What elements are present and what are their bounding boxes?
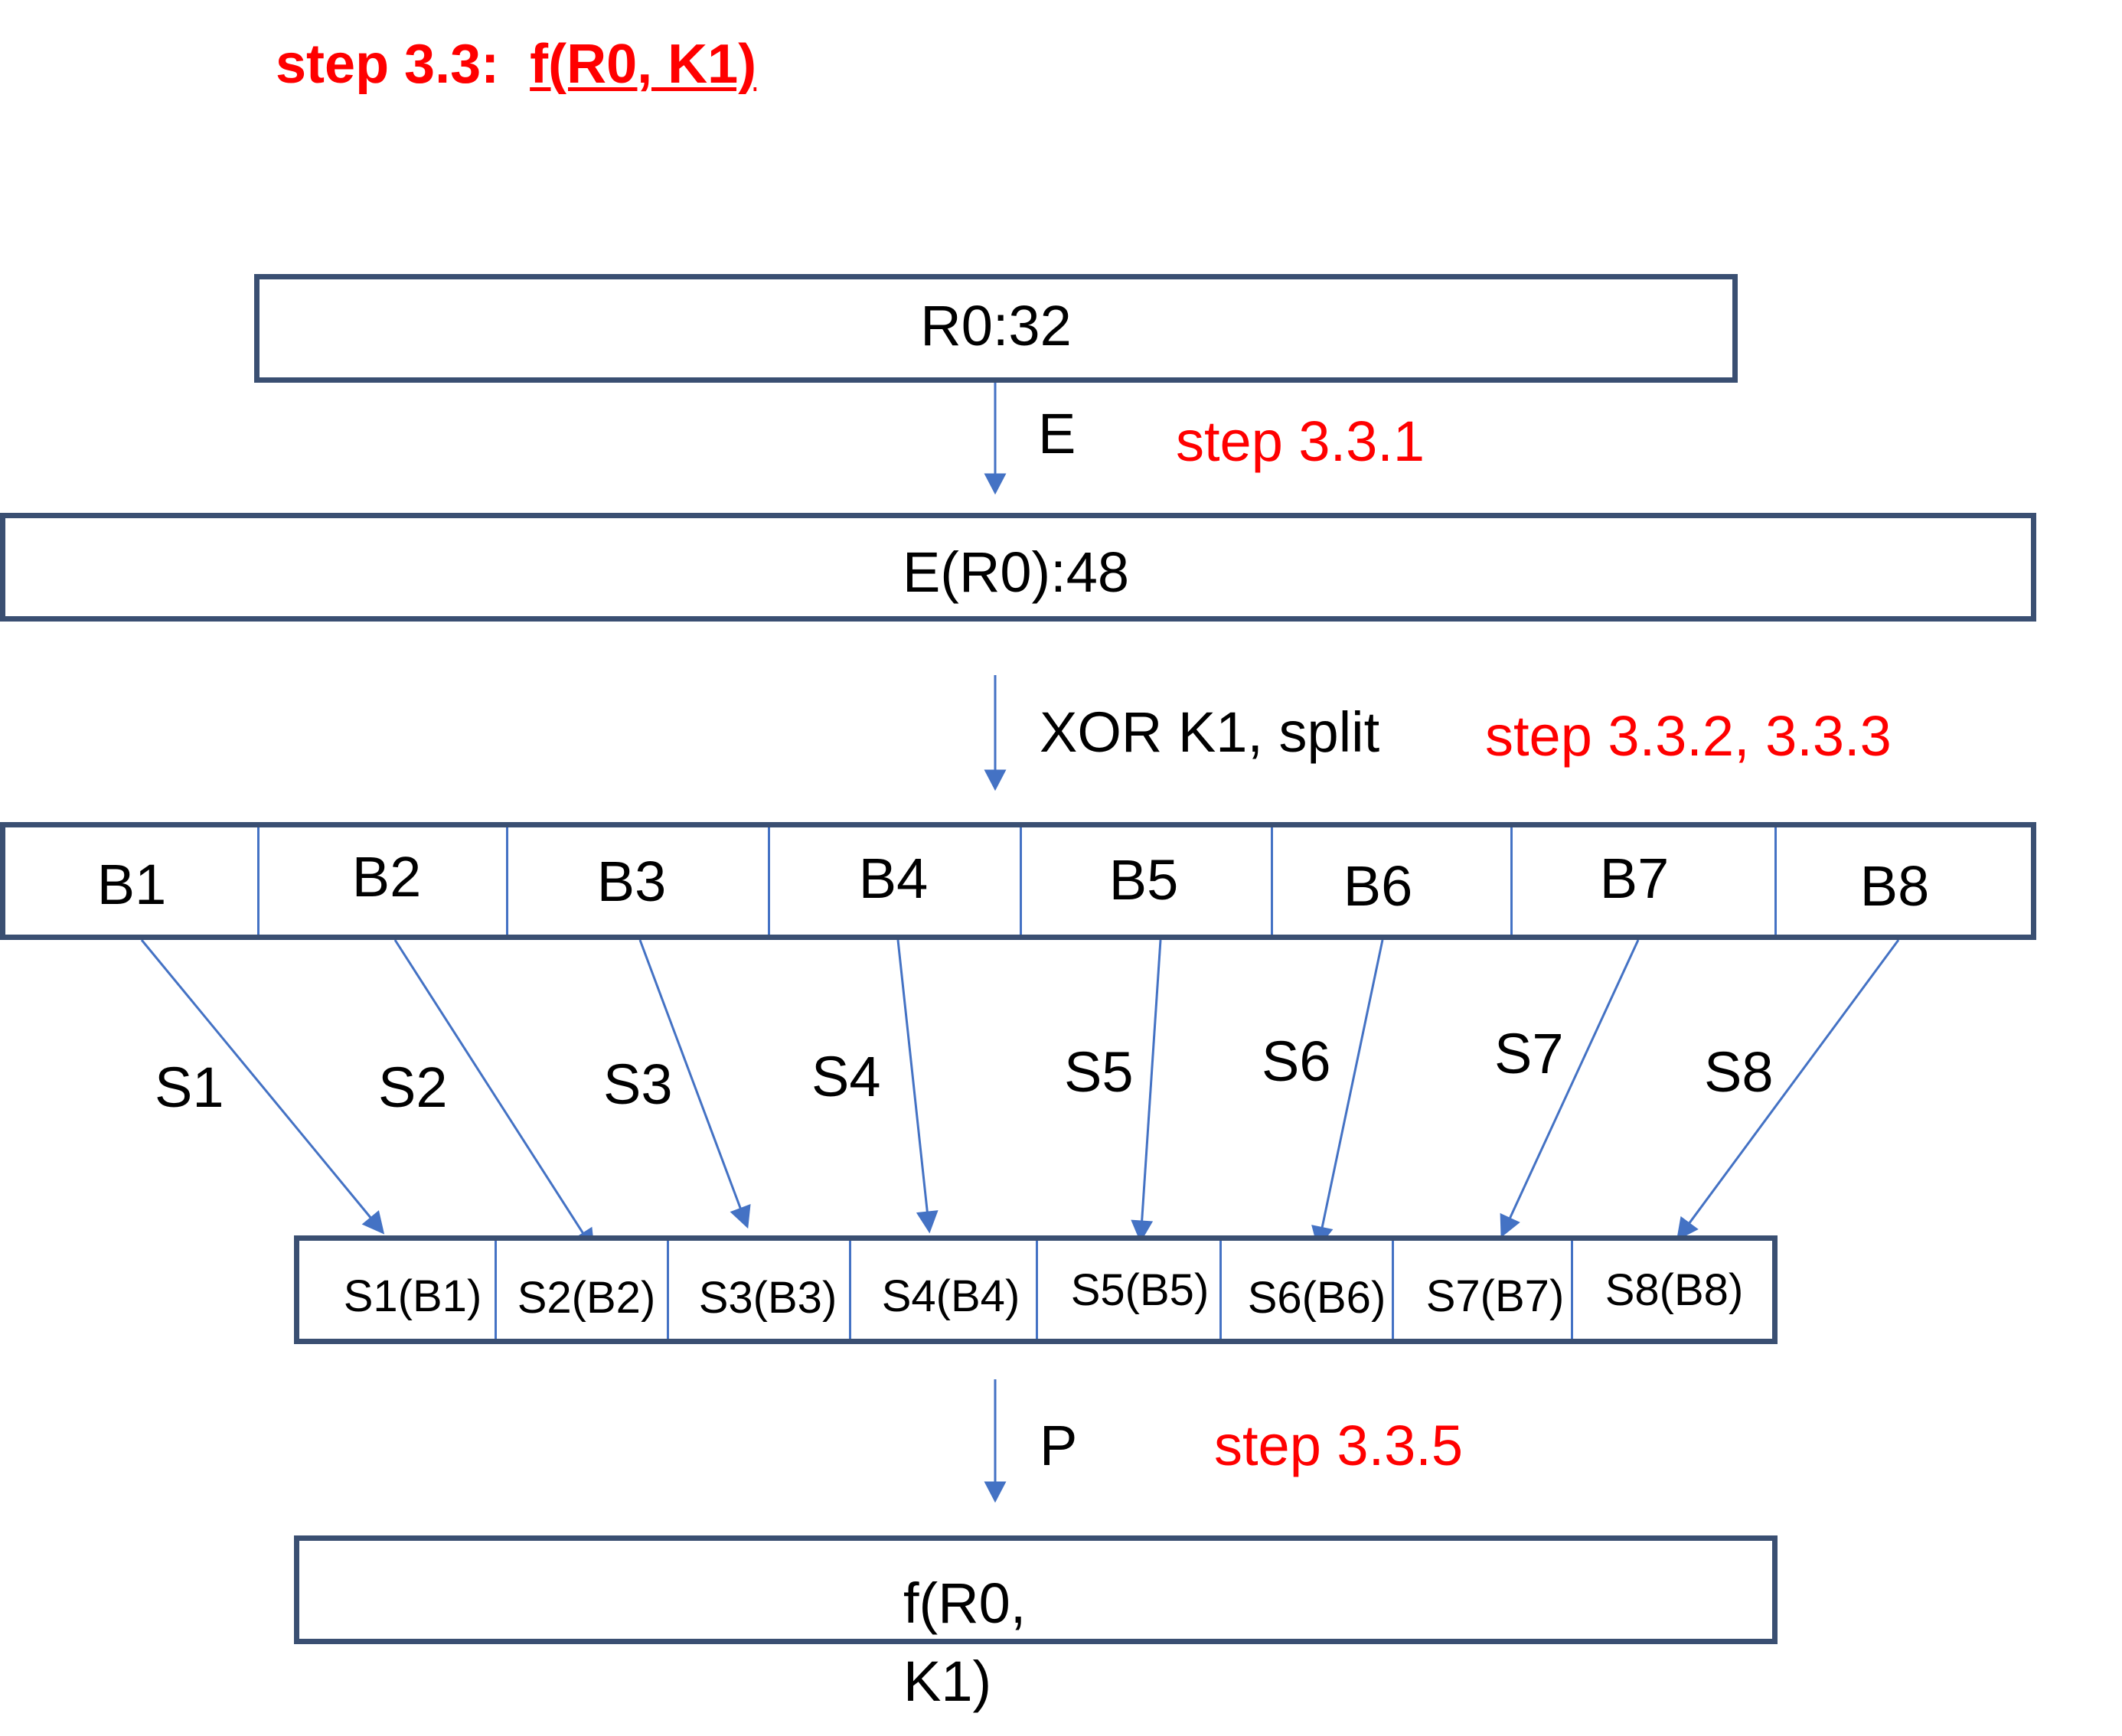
s-output-label: S6(B6) — [1247, 1273, 1386, 1323]
s-output-label: S8(B8) — [1605, 1265, 1744, 1315]
s-box-arrow-head — [1500, 1212, 1520, 1238]
b-separator — [506, 827, 508, 935]
b-block-label: B8 — [1859, 854, 1930, 918]
b-block-label: B7 — [1599, 847, 1670, 910]
s-separator — [1036, 1241, 1038, 1339]
b-block-label: B6 — [1343, 854, 1413, 918]
r0-label: R0:32 — [920, 294, 1072, 357]
s-box-label: S3 — [603, 1052, 673, 1116]
title-step: step 3.3: — [276, 34, 500, 95]
arrow-e-head — [984, 473, 1007, 495]
s-box-arrow — [1508, 939, 1640, 1219]
s-separator — [1392, 1241, 1394, 1339]
result-line-1: f(R0, — [903, 1571, 1027, 1635]
er0-label: E(R0):48 — [902, 540, 1130, 604]
xor-label: XOR K1, split — [1040, 700, 1380, 764]
s-box-arrow — [1321, 939, 1384, 1229]
b-block-label: B4 — [858, 847, 929, 910]
b-block-label: B5 — [1108, 848, 1179, 912]
s-box-label: S1 — [155, 1056, 224, 1119]
s-box-label: S2 — [378, 1056, 448, 1119]
s-output-label: S3(B3) — [698, 1273, 837, 1323]
b-block-label: B2 — [351, 845, 422, 909]
s-box-label: S6 — [1262, 1030, 1331, 1093]
s-separator — [849, 1241, 851, 1339]
er0-box: E(R0):48 — [0, 513, 2036, 622]
title-function: f(R0, K1) — [530, 34, 757, 95]
s-separator — [667, 1241, 669, 1339]
r0-box: R0:32 — [254, 274, 1738, 383]
s-box-arrow-head — [361, 1210, 385, 1235]
b-blocks-box: B1 B2 B3 B4 B5 B6 B7 B8 — [0, 822, 2036, 940]
b-separator — [257, 827, 260, 935]
b-block-label: B3 — [596, 850, 667, 913]
b-separator — [1774, 827, 1777, 935]
result-line-2: K1) — [903, 1650, 992, 1713]
s-box-arrow-head — [916, 1210, 939, 1234]
s-output-label: S2(B2) — [517, 1273, 656, 1323]
s-box-arrow-head — [1676, 1216, 1699, 1241]
s-box-arrow-head — [1131, 1219, 1154, 1243]
s-box-label: S4 — [811, 1045, 881, 1108]
b-separator — [1271, 827, 1273, 935]
s-separator — [1219, 1241, 1222, 1339]
arrow-p-head — [984, 1481, 1007, 1503]
result-box — [294, 1535, 1778, 1644]
s-separator — [495, 1241, 497, 1339]
arrow-xor-head — [984, 769, 1007, 791]
e-step-label: step 3.3.1 — [1176, 410, 1425, 473]
b-separator — [1020, 827, 1022, 935]
p-label: P — [1040, 1414, 1078, 1477]
s-outputs-box: S1(B1) S2(B2) S3(B3) S4(B4) S5(B5) S6(B6… — [294, 1235, 1778, 1344]
s-box-arrow — [1688, 939, 1900, 1225]
s-box-arrow — [896, 939, 929, 1213]
b-separator — [1510, 827, 1513, 935]
s-output-label: S5(B5) — [1070, 1265, 1210, 1315]
xor-step-label: step 3.3.2, 3.3.3 — [1485, 704, 1892, 768]
s-output-label: S4(B4) — [881, 1271, 1020, 1321]
page-title: step 3.3: f(R0, K1) — [276, 37, 756, 92]
s-box-arrow-head — [730, 1204, 751, 1229]
s-output-label: S1(B1) — [343, 1271, 482, 1321]
s-box-arrow — [638, 939, 742, 1210]
s-output-label: S7(B7) — [1425, 1271, 1565, 1321]
s-box-label: S5 — [1064, 1040, 1134, 1104]
s-box-arrow — [140, 939, 372, 1219]
s-box-label: S8 — [1704, 1040, 1774, 1104]
s-box-arrow — [1141, 939, 1162, 1222]
e-label: E — [1038, 402, 1076, 465]
s-box-arrow — [393, 939, 585, 1235]
p-step-label: step 3.3.5 — [1214, 1414, 1464, 1477]
s-box-label: S7 — [1494, 1022, 1564, 1085]
b-block-label: B1 — [96, 853, 167, 916]
s-separator — [1571, 1241, 1573, 1339]
b-separator — [768, 827, 770, 935]
